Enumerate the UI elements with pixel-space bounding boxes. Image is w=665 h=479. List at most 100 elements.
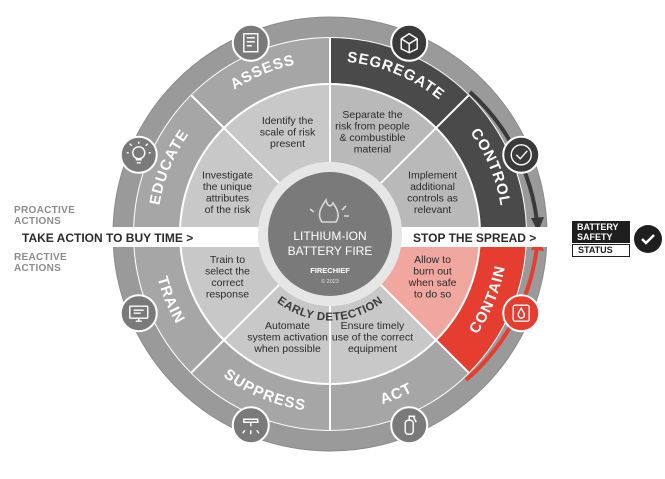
status-check-icon (634, 225, 662, 253)
inner-sector-control (380, 127, 480, 234)
ring-sector-assess (191, 38, 330, 128)
hub-title-line1: LITHIUM-ION (293, 229, 366, 243)
checklist-icon (231, 23, 270, 62)
inner-sector-act (330, 284, 437, 384)
divider-line (380, 284, 470, 374)
status-top: BATTERY SAFETY (572, 221, 630, 243)
copyright: © 2023 (321, 278, 339, 285)
arrow-label-left: TAKE ACTION TO BUY TIME > (22, 231, 193, 245)
status-line2: SAFETY (577, 232, 613, 242)
inner-line: use of the correct (332, 332, 413, 344)
proactive-line2: ACTIONS (14, 216, 62, 227)
inner-line: select the (205, 266, 250, 278)
ring-sector-contain (436, 234, 526, 373)
inner-line: to do so (414, 289, 452, 301)
fire-container-icon-badge (502, 294, 541, 333)
divider-line (190, 94, 280, 184)
inner-line: & combustible (340, 132, 406, 144)
status-line1: BATTERY (577, 222, 619, 232)
track-icons (119, 23, 541, 445)
ring-sector-segregate (330, 38, 469, 128)
proactive-label: PROACTIVE ACTIONS (14, 205, 75, 227)
ring-sector-suppress (191, 340, 330, 430)
check-ring (510, 144, 532, 166)
bulb-glass (132, 146, 146, 160)
arrow-label-right: STOP THE SPREAD > (413, 231, 536, 245)
brand-logo: FIRECHIEF (310, 266, 350, 275)
flame-icon (309, 197, 349, 223)
sprinkler-icon (231, 406, 270, 445)
inner-sector-train (180, 234, 280, 341)
sprinkler-spray (242, 429, 260, 435)
inner-line: correct (211, 277, 243, 289)
lightbulb-icon-badge (119, 135, 158, 174)
inner-line: Investigate (202, 169, 253, 181)
battery-safety-status: BATTERY SAFETY STATUS (572, 221, 665, 257)
inner-line: of the risk (205, 204, 251, 216)
extinguisher-icon-badge (390, 406, 429, 445)
hub-title-line2: BATTERY FIRE (288, 244, 373, 258)
inner-line: burn out (413, 266, 452, 278)
check-mark (515, 150, 528, 160)
inner-line: Ensure timely (341, 320, 405, 332)
box-icon (390, 23, 429, 62)
checklist-sheet (243, 33, 259, 53)
fire-container-icon (502, 294, 541, 333)
inner-line: risk from people (335, 121, 410, 133)
dark-arrow-head (531, 217, 544, 232)
monitor-icon (119, 294, 158, 333)
bulb-rays (126, 141, 151, 164)
container-box (512, 304, 530, 322)
inner-line: Allow to (414, 254, 451, 266)
inner-line: material (354, 144, 391, 156)
hub (268, 172, 392, 296)
inner-line: Train to (210, 254, 245, 266)
inner-line: the unique (203, 181, 252, 193)
extinguisher-nozzle (408, 415, 417, 423)
reactive-line2: ACTIONS (14, 263, 62, 274)
flame-mark (517, 306, 526, 319)
lightbulb-icon (119, 135, 158, 174)
inner-sector-suppress (223, 284, 330, 384)
inner-sector-assess (223, 84, 330, 184)
sprinkler-head (243, 418, 259, 427)
inner-line: Identify the (262, 115, 314, 127)
divider-line (380, 94, 470, 184)
check-circle-icon-badge (502, 135, 541, 174)
inner-line: Implement (408, 169, 457, 181)
inner-line: Separate the (342, 109, 402, 121)
checklist-lines (246, 37, 255, 47)
ring-sector-train (134, 234, 224, 373)
inner-line: system activation (247, 332, 328, 344)
box-icon-badge (390, 23, 429, 62)
monitor-stand (133, 309, 144, 322)
inner-line: when possible (253, 343, 321, 355)
checklist-icon-badge (231, 23, 270, 62)
inner-line: Automate (265, 320, 310, 332)
inner-line: relevant (414, 204, 451, 216)
inner-line: additional (410, 181, 455, 193)
inner-line: controls as (407, 192, 458, 204)
ring-sector-control (436, 95, 526, 234)
check-circle-icon (502, 135, 541, 174)
extinguisher-icon (390, 406, 429, 445)
inner-line: response (206, 289, 249, 301)
inner-sectors (180, 84, 480, 384)
reactive-label: REACTIVE ACTIONS (14, 252, 67, 274)
ring-sector-educate (134, 95, 224, 234)
inner-sector-contain (380, 234, 480, 341)
ring-sectors (134, 38, 526, 430)
box-shape (400, 32, 418, 54)
status-line3: STATUS (572, 244, 630, 257)
inner-line: when safe (408, 277, 457, 289)
arrow-band-tip (557, 227, 570, 247)
inner-line: scale of risk (260, 126, 316, 138)
